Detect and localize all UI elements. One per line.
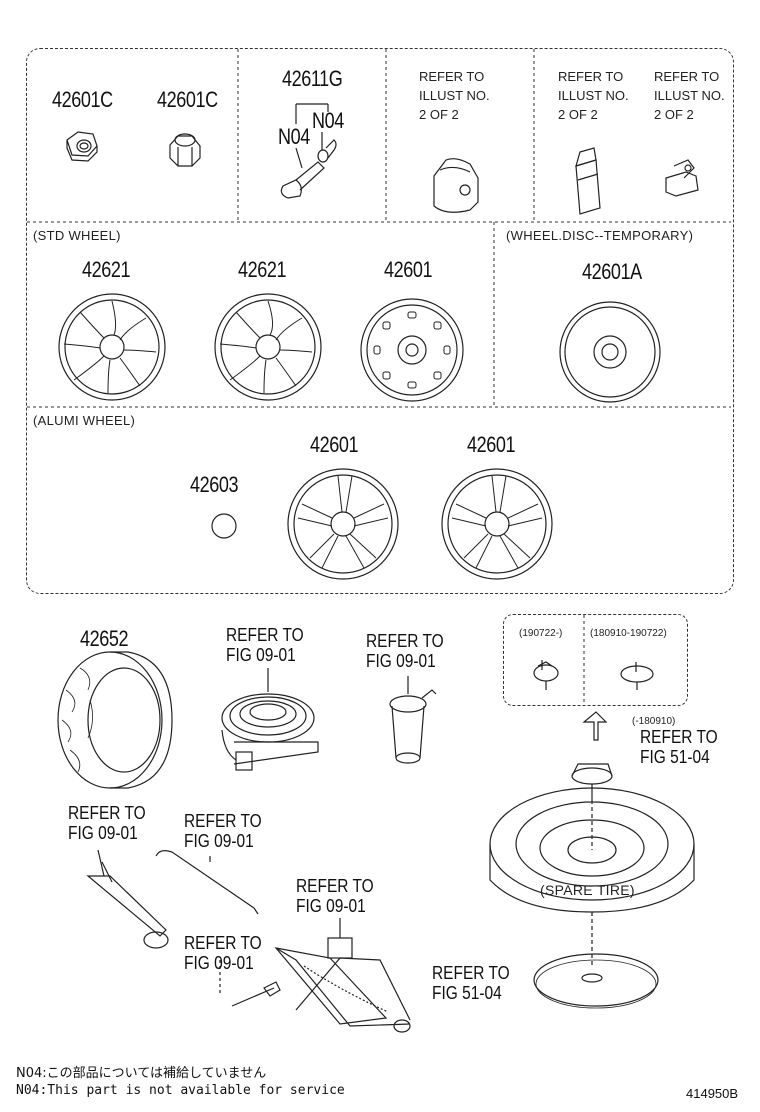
part-number-42601: 42601 (384, 257, 433, 282)
valve-stem-icon (280, 103, 337, 199)
refer-fig-5104[interactable]: REFER TO FIG 51-04 (432, 963, 510, 1004)
ornament-icon (211, 513, 237, 539)
part-number-42621: 42621 (238, 257, 287, 282)
lug-wrench-icon (86, 849, 169, 949)
floor-mat-icon (533, 953, 659, 1009)
refer-illust-label: REFER TO ILLUST NO. 2 OF 2 (654, 69, 725, 122)
part-number-42601: 42601 (310, 432, 359, 457)
jack-handle-hook-icon (155, 850, 259, 915)
spare-hanger-icon (533, 660, 559, 690)
alloy-wheel-icon (441, 468, 553, 580)
refer-fig-0901[interactable]: REFER TO FIG 09-01 (226, 625, 304, 666)
part-number-42611g: 42611G (282, 66, 343, 91)
strap-belt-icon (221, 668, 319, 771)
refer-fig-5104[interactable]: REFER TO FIG 51-04 (640, 727, 718, 768)
hub-nut-tall-icon (169, 133, 201, 167)
spare-tire-icon (489, 787, 695, 968)
jack-canister-icon (389, 676, 437, 764)
tire-icon (57, 651, 173, 789)
refer-fig-0901[interactable]: REFER TO FIG 09-01 (184, 933, 262, 974)
refer-fig-0901[interactable]: REFER TO FIG 09-01 (296, 876, 374, 917)
wheel-cap-icon (214, 293, 322, 401)
wheel-cap-icon (58, 293, 166, 401)
refer-illust-label: REFER TO ILLUST NO. 2 OF 2 (558, 69, 629, 122)
refer-fig-0901[interactable]: REFER TO FIG 09-01 (366, 631, 444, 672)
date-range-label: (-180910) (632, 716, 676, 727)
spare-hanger-icon (620, 662, 654, 690)
date-range-label: (190722-) (519, 628, 563, 639)
part-number-42601c: 42601C (157, 87, 218, 112)
sensor-tag-icon (575, 147, 601, 215)
date-range-label: (180910-190722) (590, 628, 667, 639)
spare-tire-label: (SPARE TIRE) (540, 882, 635, 898)
sensor-clip-icon (665, 159, 699, 197)
part-number-42601a: 42601A (582, 259, 642, 284)
upper-parts-frame (26, 48, 734, 594)
section-std-wheel: (STD WHEEL) (33, 228, 121, 243)
part-number-42601: 42601 (467, 432, 516, 457)
part-number-42621: 42621 (82, 257, 131, 282)
footnote-english: N04:This part is not available for servi… (16, 1083, 345, 1098)
refer-fig-0901[interactable]: REFER TO FIG 09-01 (68, 803, 146, 844)
figure-id: 414950B (686, 1086, 739, 1101)
part-number-42603: 42603 (190, 472, 239, 497)
arrow-up-icon (582, 711, 608, 741)
tpms-sensor-icon (433, 158, 479, 213)
scissor-jack-icon (219, 918, 411, 1033)
refer-illust-label: REFER TO ILLUST NO. 2 OF 2 (419, 69, 490, 122)
alt-parts-frame (503, 614, 688, 706)
footnote-japanese: N04:この部品については補給していません (16, 1066, 267, 1081)
part-number-42652: 42652 (80, 626, 129, 651)
section-temporary-wheel: (WHEEL.DISC--TEMPORARY) (506, 228, 694, 243)
steel-wheel-icon (360, 298, 464, 402)
alloy-wheel-icon (287, 468, 399, 580)
hub-nut-icon (66, 131, 98, 162)
refer-fig-0901[interactable]: REFER TO FIG 09-01 (184, 811, 262, 852)
part-number-42601c: 42601C (52, 87, 113, 112)
temporary-wheel-icon (559, 301, 661, 403)
spare-tire-carrier-icon (571, 763, 613, 800)
section-alumi-wheel: (ALUMI WHEEL) (33, 413, 136, 428)
part-note-n04: N04 (278, 124, 310, 149)
part-note-n04: N04 (312, 108, 344, 133)
